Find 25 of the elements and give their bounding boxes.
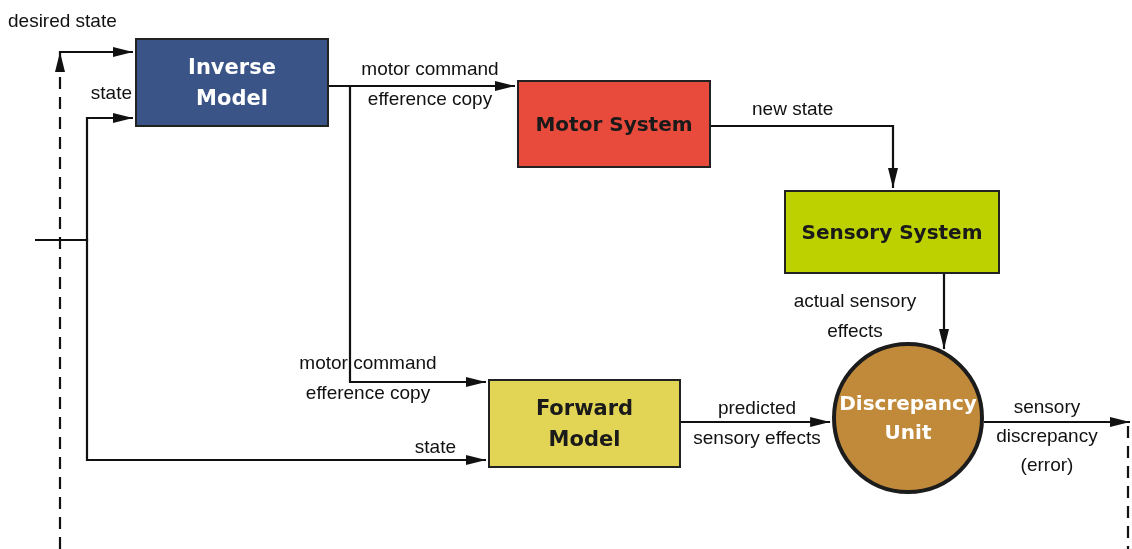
- process-box: [135, 38, 329, 127]
- process-box: [784, 190, 1000, 274]
- process-box: [517, 80, 711, 168]
- node-label: Forward Model: [534, 395, 635, 453]
- edge-label: actual sensory effects: [792, 289, 918, 343]
- edge-label: motor command efference copy: [298, 351, 438, 405]
- edge-label: sensory discrepancy (error): [995, 395, 1099, 477]
- arrow: [939, 274, 949, 350]
- edge-label: state: [413, 435, 456, 459]
- arrow: [983, 417, 1130, 427]
- arrow: [711, 124, 898, 188]
- node-label: Motor System: [535, 110, 693, 138]
- edge-label: predicted sensory effects: [692, 396, 822, 450]
- node-label: Inverse Model: [187, 54, 277, 112]
- edge-label: new state: [752, 97, 835, 121]
- edge-label: state: [89, 81, 132, 105]
- edge-label: desired state: [8, 9, 118, 33]
- dashed-arrow: [55, 47, 133, 549]
- arrow: [681, 417, 831, 427]
- edge-label: motor command efference copy: [360, 57, 500, 111]
- arrow: [35, 238, 486, 465]
- node-label: Sensory System: [801, 218, 983, 246]
- arrow: [329, 84, 486, 387]
- node-label: Discrepancy Unit: [838, 390, 978, 446]
- process-box: [488, 379, 681, 468]
